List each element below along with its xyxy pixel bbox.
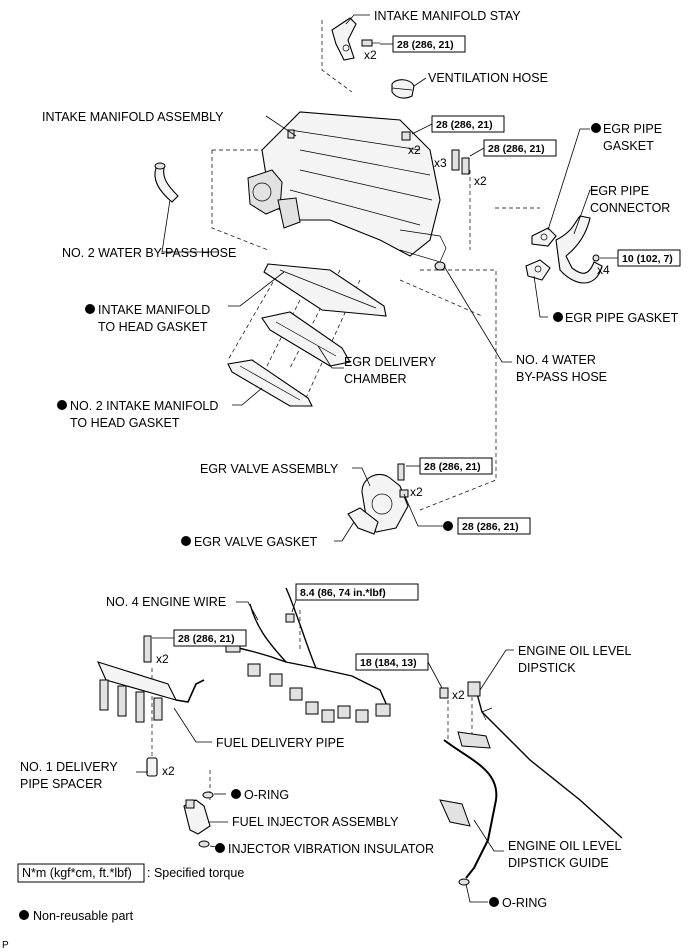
fuel-delivery-pipe <box>97 635 205 703</box>
fuel-injector-assembly <box>183 799 211 835</box>
qty-manifold-side-bolts: x3 <box>434 156 447 170</box>
label-dipstick-line2: DIPSTICK <box>518 661 576 675</box>
intake-manifold-gasket <box>263 263 387 317</box>
non-reusable-mark-guide-o-ring <box>489 897 499 907</box>
label-no4-water-bypass-hose-line1: NO. 4 WATER <box>516 353 596 367</box>
egr-pipe-connector <box>555 215 603 284</box>
part-labels: INTAKE MANIFOLD STAY VENTILATION HOSE IN… <box>20 9 679 910</box>
corner-mark: P <box>2 940 9 951</box>
label-intake-manifold-assembly: INTAKE MANIFOLD ASSEMBLY <box>42 110 224 124</box>
egr-valve-gasket <box>347 507 379 535</box>
intake-manifold-stay <box>331 17 357 61</box>
label-ventilation-hose: VENTILATION HOSE <box>428 71 548 85</box>
dipstick-guide-bolt <box>439 687 449 699</box>
egr-pipe-gasket-bottom <box>525 259 551 281</box>
label-spacer-line1: NO. 1 DELIVERY <box>20 760 118 774</box>
torque-box-engine-wire <box>295 583 419 601</box>
torque-egr-valve-bolt: 28 (286, 21) <box>424 461 481 473</box>
label-intake-manifold-stay: INTAKE MANIFOLD STAY <box>374 9 521 23</box>
label-egr-pipe-gasket-top-line2: GASKET <box>603 139 654 153</box>
label-injector-o-ring: O-RING <box>244 788 289 802</box>
label-egr-delivery-chamber-line1: EGR DELIVERY <box>344 355 437 369</box>
non-reusable-mark-egr-valve-gasket <box>181 536 191 546</box>
torque-dipstick-guide: 18 (184, 13) <box>360 657 417 669</box>
legend-non-reusable-text: Non-reusable part <box>33 909 134 923</box>
intake-manifold-assembly <box>247 111 447 271</box>
legend: N*m (kgf*cm, ft.*lbf) : Specified torque… <box>2 863 244 951</box>
qty-spacer: x2 <box>162 764 175 778</box>
label-no4-water-bypass-hose-line2: BY-PASS HOSE <box>516 370 607 384</box>
torque-egr-valve-nut: 28 (286, 21) <box>462 521 519 533</box>
label-spacer-line2: PIPE SPACER <box>20 777 102 791</box>
label-no2-intake-manifold-gasket-line2: TO HEAD GASKET <box>70 416 180 430</box>
no2-water-bypass-hose <box>154 162 179 203</box>
torque-stay: 28 (286, 21) <box>397 39 454 51</box>
label-egr-valve-assembly: EGR VALVE ASSEMBLY <box>200 462 339 476</box>
no4-engine-wire <box>225 587 391 723</box>
injector-o-ring <box>202 791 214 799</box>
label-no4-engine-wire: NO. 4 ENGINE WIRE <box>106 595 226 609</box>
label-no2-intake-manifold-gasket-line1: NO. 2 INTAKE MANIFOLD <box>70 399 218 413</box>
label-fuel-delivery-pipe: FUEL DELIVERY PIPE <box>216 736 344 750</box>
label-egr-pipe-connector-line2: CONNECTOR <box>590 201 670 215</box>
torque-specs: 28 (286, 21) x2 28 (286, 21) x2 28 (286,… <box>152 35 681 778</box>
engine-oil-level-dipstick <box>467 681 623 839</box>
non-reusable-mark-intake-manifold-gasket <box>85 304 95 314</box>
legend-torque-box <box>17 863 145 883</box>
label-injector-vibration-insulator: INJECTOR VIBRATION INSULATOR <box>228 842 434 856</box>
torque-egr-connector: 10 (102, 7) <box>622 253 673 265</box>
label-guide-o-ring: O-RING <box>502 896 547 910</box>
manifold-side-bolt <box>451 149 470 175</box>
non-reusable-mark-injector-o-ring <box>231 789 241 799</box>
torque-manifold-top: 28 (286, 21) <box>436 119 493 131</box>
label-fuel-injector-assembly: FUEL INJECTOR ASSEMBLY <box>232 815 399 829</box>
non-reusable-mark-egr-pipe-gasket-bottom <box>553 312 563 322</box>
dipstick-guide-o-ring <box>458 878 470 886</box>
label-egr-pipe-gasket-bottom: EGR PIPE GASKET <box>565 311 679 325</box>
label-dipstick-guide-line2: DIPSTICK GUIDE <box>508 856 609 870</box>
no1-delivery-pipe-spacer <box>146 757 158 777</box>
legend-non-reusable-mark <box>19 910 29 920</box>
legend-torque-desc: : Specified torque <box>147 866 244 880</box>
egr-valve-assembly <box>361 463 409 533</box>
egr-pipe-gasket-top <box>531 227 557 247</box>
torque-manifold-side: 28 (286, 21) <box>488 143 545 155</box>
qty-delivery-pipe: x2 <box>156 652 169 666</box>
label-dipstick-line1: ENGINE OIL LEVEL <box>518 644 632 658</box>
qty-dipstick-guide: x2 <box>452 688 465 702</box>
non-reusable-mark-egr-valve-nut <box>443 521 453 531</box>
label-intake-manifold-gasket-line2: TO HEAD GASKET <box>98 320 208 334</box>
torque-delivery-pipe: 28 (286, 21) <box>178 633 235 645</box>
non-reusable-mark-injector-insulator <box>215 843 225 853</box>
engine-wire-bolt <box>285 613 295 623</box>
qty-manifold-side-nuts: x2 <box>474 174 487 188</box>
label-egr-delivery-chamber-line2: CHAMBER <box>344 372 407 386</box>
no2-intake-manifold-gasket <box>227 359 313 407</box>
label-egr-valve-gasket: EGR VALVE GASKET <box>194 535 318 549</box>
leader-lines <box>136 14 598 903</box>
fuel-delivery-injectors <box>99 679 163 723</box>
label-egr-pipe-gasket-top-line1: EGR PIPE <box>603 122 662 136</box>
non-reusable-mark-egr-pipe-gasket-top <box>591 123 601 133</box>
label-dipstick-guide-line1: ENGINE OIL LEVEL <box>508 839 622 853</box>
injector-vibration-insulator <box>198 840 210 848</box>
non-reusable-mark-no2-intake-manifold-gasket <box>57 400 67 410</box>
qty-manifold-top: x2 <box>408 143 421 157</box>
egr-delivery-chamber <box>261 311 351 367</box>
stay-bolt <box>361 39 380 47</box>
qty-stay: x2 <box>364 48 377 62</box>
manifold-top-bolt <box>401 131 411 141</box>
ventilation-hose <box>391 79 415 99</box>
engine-oil-level-dipstick-guide <box>439 731 498 879</box>
label-no2-water-bypass-hose: NO. 2 WATER BY-PASS HOSE <box>62 246 236 260</box>
label-intake-manifold-gasket-line1: INTAKE MANIFOLD <box>98 303 210 317</box>
torque-box-egr-valve-nut <box>457 517 531 535</box>
label-egr-pipe-connector-line1: EGR PIPE <box>590 184 649 198</box>
qty-egr-connector: x4 <box>597 263 610 277</box>
qty-egr-valve: x2 <box>410 485 423 499</box>
legend-torque-unit: N*m (kgf*cm, ft.*lbf) <box>22 866 132 880</box>
torque-engine-wire: 8.4 (86, 74 in.*lbf) <box>300 587 386 599</box>
